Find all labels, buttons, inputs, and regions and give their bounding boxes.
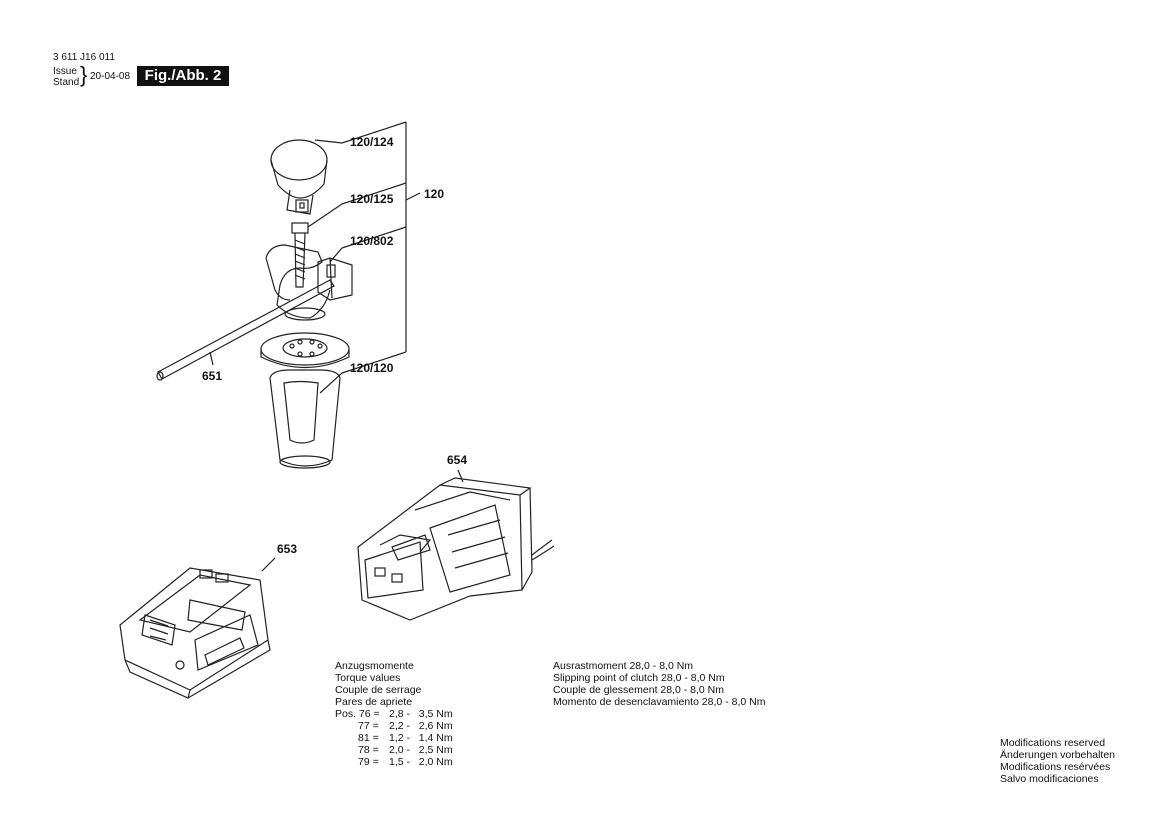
part-number: 3 611 J16 011 (53, 52, 115, 63)
torque-row-range: 2,0 - 2,5 Nm (389, 744, 453, 756)
torque-heading-de: Anzugsmomente (335, 660, 414, 672)
issue-date: 20-04-08 (90, 71, 131, 82)
leader-120-120 (341, 351, 407, 374)
callout-120-125: 120/125 (350, 192, 394, 206)
issue-label: Issue (53, 66, 77, 77)
torque-row-pos: 77 = (358, 720, 379, 732)
battery-pack-part (119, 557, 276, 699)
torque-row: 81 = 1,2 - 1,4 Nm (335, 732, 453, 744)
callout-120: 120 (424, 187, 445, 201)
clutch-line-en: Slipping point of clutch 28,0 - 8,0 Nm (553, 672, 725, 684)
torque-row: 77 = 2,2 - 2,6 Nm (335, 720, 453, 732)
stand-label: Stand (53, 77, 80, 88)
clutch-line-de: Ausrastmoment 28,0 - 8,0 Nm (553, 660, 694, 672)
callout-653: 653 (277, 542, 298, 556)
torque-heading-en: Torque values (335, 672, 401, 684)
clutch-block: Ausrastmoment 28,0 - 8,0 Nm Slipping poi… (553, 660, 765, 708)
side-handle-part (260, 332, 350, 469)
callout-654: 654 (447, 453, 468, 467)
torque-row-pos: 79 = (358, 756, 379, 768)
torque-row-range: 2,8 - 3,5 Nm (389, 708, 453, 720)
handle-housing-part (265, 244, 353, 321)
torque-heading-fr: Couple de serrage (335, 684, 422, 696)
torque-row: 78 = 2,0 - 2,5 Nm (335, 744, 453, 756)
clutch-line-fr: Couple de glessement 28,0 - 8,0 Nm (553, 684, 725, 696)
torque-row-pos: 78 = (358, 744, 379, 756)
torque-block: Anzugsmomente Torque values Couple de se… (335, 660, 453, 768)
torque-row-pos: Pos. 76 = (335, 708, 380, 720)
leader-120-124 (341, 121, 407, 144)
notice-line-fr: Modifications resérvées (1000, 761, 1111, 773)
callout-120-120: 120/120 (350, 361, 394, 375)
screw-part (291, 203, 343, 288)
clamp-band-part (270, 139, 343, 215)
leader-120-802 (341, 226, 407, 249)
callout-120-802: 120/802 (350, 234, 394, 248)
depth-rod-part (156, 279, 335, 381)
brace-glyph: } (80, 62, 88, 87)
torque-row-pos: 81 = (358, 732, 379, 744)
torque-row: Pos. 76 = 2,8 - 3,5 Nm (335, 708, 453, 720)
modifications-notice: Modifications reserved Änderungen vorbeh… (1000, 737, 1115, 785)
clutch-line-es: Momento de desenclavamiento 28,0 - 8,0 N… (553, 696, 766, 708)
notice-line-es: Salvo modificaciones (1000, 773, 1099, 785)
notice-line-en: Modifications reserved (1000, 737, 1106, 749)
callout-120-124: 120/124 (350, 135, 394, 149)
torque-row-range: 1,5 - 2,0 Nm (389, 756, 453, 768)
leader-120-125 (341, 182, 407, 205)
notice-line-de: Änderungen vorbehalten (1000, 749, 1116, 761)
leader-120 (405, 192, 421, 201)
callout-651: 651 (202, 369, 223, 383)
torque-row-range: 2,2 - 2,6 Nm (389, 720, 453, 732)
torque-row-range: 1,2 - 1,4 Nm (389, 732, 453, 744)
charger-part (357, 469, 555, 621)
torque-row: 79 = 1,5 - 2,0 Nm (335, 756, 453, 768)
figure-label: Fig./Abb. 2 (137, 66, 229, 86)
torque-heading-es: Pares de apriete (335, 696, 413, 708)
